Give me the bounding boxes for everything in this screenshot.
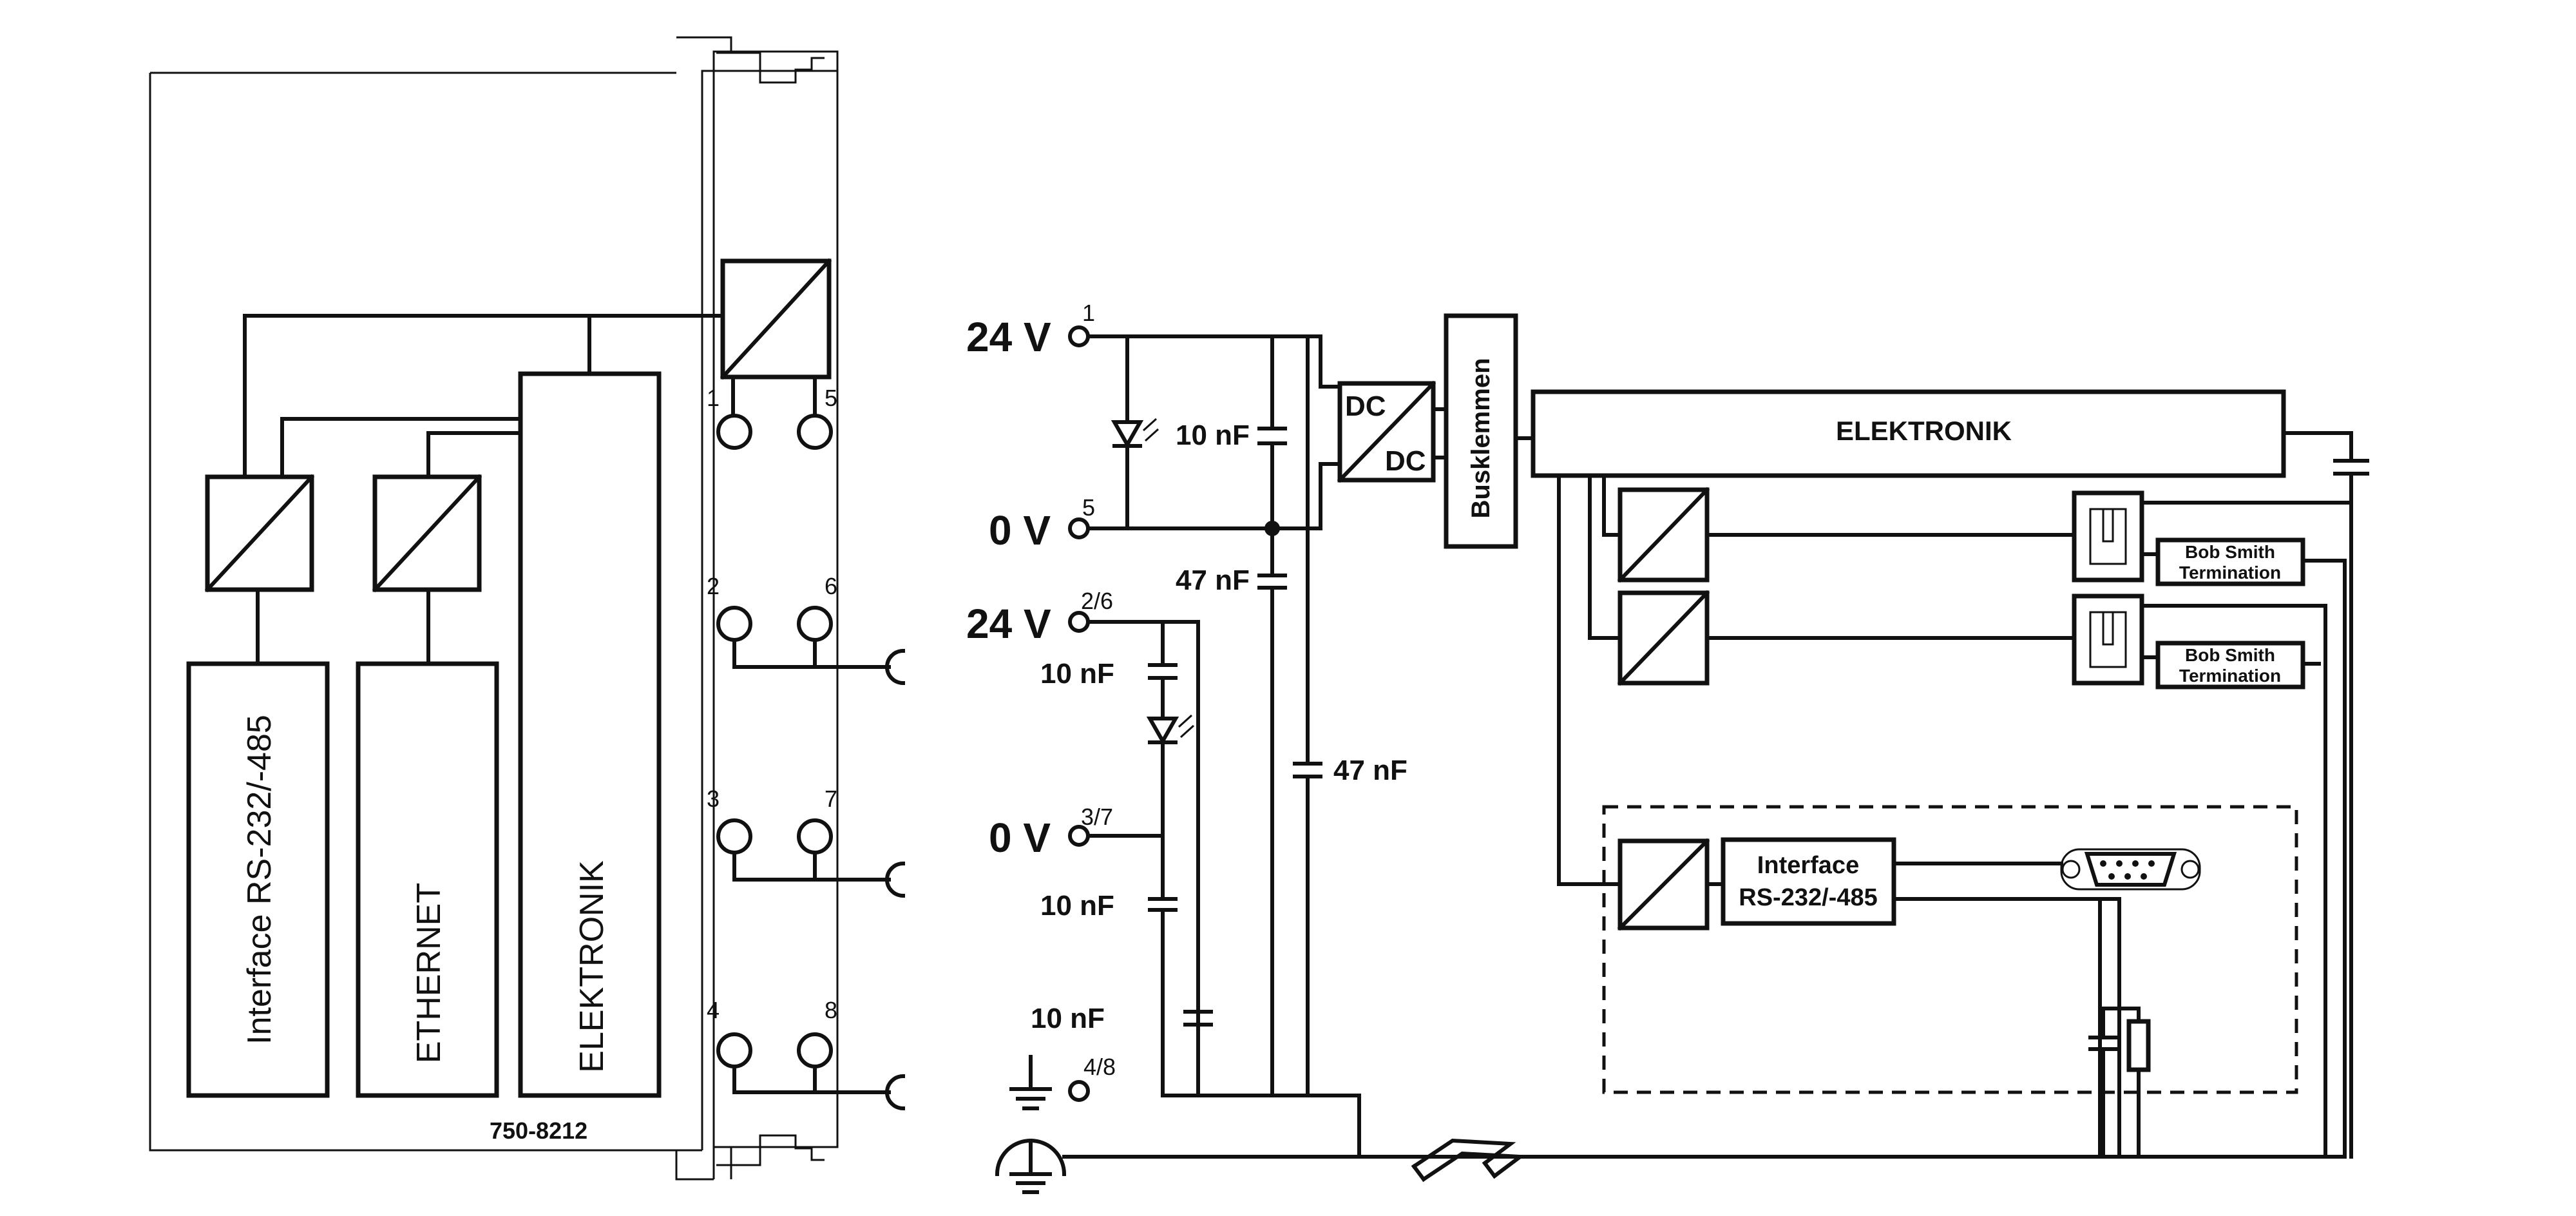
supply-label-24v-1: 24 V [966, 314, 1051, 360]
terminal-number-1: 1 [707, 385, 720, 411]
capacitor-label-10nf-4: 10 nF [1031, 1003, 1105, 1034]
pin-label-1: 1 [1082, 300, 1095, 326]
supply-label-0v-2: 0 V [989, 815, 1051, 861]
isolator-ethernet [372, 474, 482, 593]
pin-label-4-8: 4/8 [1083, 1054, 1116, 1080]
pin-label-5: 5 [1082, 494, 1095, 521]
elektronik-label: ELEKTRONIK [1836, 416, 2012, 446]
terminal-number-4: 4 [707, 997, 720, 1023]
din-rail-icon [1411, 1138, 1526, 1182]
terminal-number-5: 5 [825, 385, 837, 411]
dsub-connector-icon [2060, 848, 2201, 891]
terminal-number-8: 8 [825, 997, 837, 1023]
interface-label-line2: RS-232/-485 [1739, 884, 1877, 911]
supply-label-24v-2: 24 V [966, 601, 1051, 647]
capacitor-label-10nf-2: 10 nF [1040, 658, 1114, 690]
interface-label-line1: Interface [1757, 852, 1859, 879]
supply-2-circuit: 10 nF 10 nF 10 nF [1031, 620, 1361, 1159]
terminal-number-3: 3 [707, 786, 720, 812]
serial-interface-section: Interface RS-232/-485 [1557, 474, 2298, 1159]
module-housing [149, 36, 839, 1181]
isolator-power [720, 258, 832, 380]
ground-icon [1009, 1055, 1052, 1110]
pin-label-2-6: 2/6 [1081, 588, 1113, 614]
block-label-interface: Interface RS-232/-485 [241, 715, 278, 1045]
supply-1-circuit: 10 nF 47 nF 47 nF [1086, 334, 1407, 1097]
protective-earth-icon [995, 1139, 2347, 1194]
led-icon [1111, 418, 1159, 449]
terminal-number-6: 6 [825, 573, 837, 599]
module-blocks: Interface RS-232/-485 ETHERNET ELEKTRONI… [186, 258, 832, 1098]
supply-contacts [1068, 325, 1090, 1102]
elektronik-bar: ELEKTRONIK [1531, 389, 2369, 1159]
block-label-elektronik: ELEKTRONIK [573, 860, 611, 1073]
capacitor-label-10nf-1: 10 nF [1176, 420, 1250, 451]
dcdc-label-in: DC [1345, 391, 1386, 422]
termination-label-line1: Bob Smith [2185, 645, 2275, 665]
interface-block [186, 661, 330, 1098]
bus-label: Busklemmen [1467, 358, 1495, 519]
supply-label-0v-1: 0 V [989, 507, 1051, 554]
termination-label-line1: Bob Smith [2185, 542, 2275, 562]
dcdc-label-out: DC [1385, 445, 1426, 477]
terminal-number-2: 2 [707, 573, 720, 599]
block-label-ethernet: ETHERNET [410, 883, 448, 1063]
led-icon [1146, 714, 1195, 746]
capacitor-label-47nf-1: 47 nF [1176, 565, 1250, 596]
termination-label-line2: Termination [2179, 563, 2281, 583]
pin-label-3-7: 3/7 [1081, 804, 1113, 830]
terminal-block: 1 5 2 6 3 7 4 8 [707, 385, 906, 1111]
termination-label-line2: Termination [2179, 666, 2281, 686]
capacitor-label-10nf-3: 10 nF [1040, 890, 1114, 922]
bus-terminal-block: Busklemmen [1444, 313, 1535, 549]
capacitor-label-47nf-2: 47 nF [1333, 755, 1407, 786]
isolator-interface [204, 474, 315, 593]
ethernet-port-1: Bob Smith Termination [1602, 474, 2353, 1159]
ethernet-port-2: Bob Smith Termination [1588, 474, 2327, 1159]
part-number: 750-8212 [490, 1117, 587, 1144]
terminal-number-7: 7 [825, 786, 837, 812]
supply-labels: 24 V 0 V 24 V 0 V 1 5 2/6 3/7 4/8 [966, 300, 1116, 1080]
